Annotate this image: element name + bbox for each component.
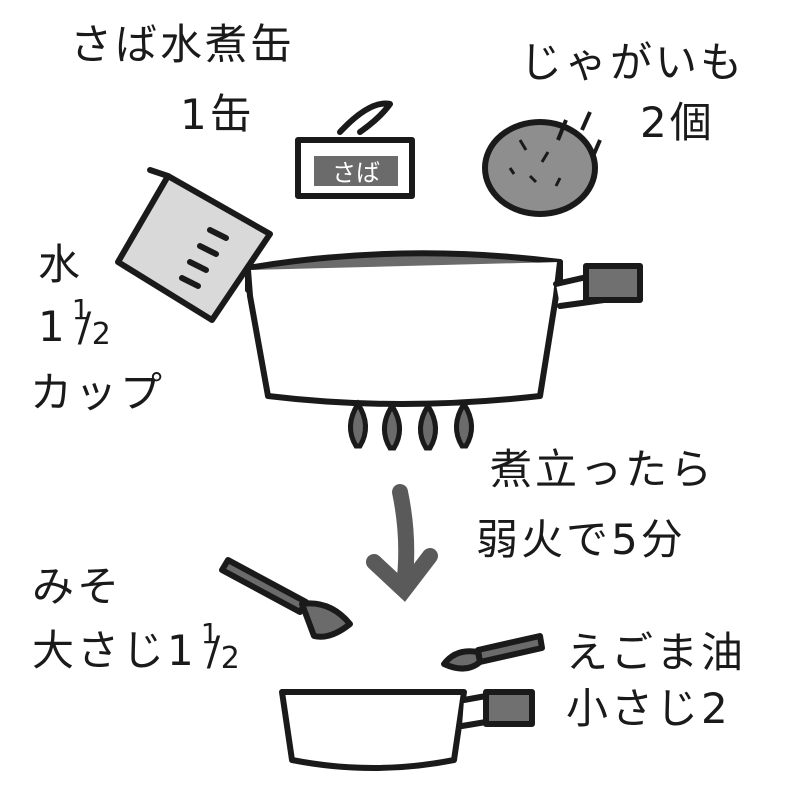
potato-label: じゃがいも	[520, 38, 746, 87]
measuring-cup-icon	[115, 167, 273, 323]
saba-amount: 1缶	[180, 90, 255, 139]
saba-can-icon	[295, 100, 415, 199]
water-fraction: 1/2	[68, 296, 114, 353]
step-line-1: 煮立ったら	[490, 445, 716, 494]
miso-fraction: 1/2	[197, 620, 243, 677]
pot-icon	[245, 250, 643, 407]
small-pot-icon	[279, 689, 535, 771]
burner-flame-icon	[348, 399, 474, 451]
water-fraction-numerator: 1	[71, 293, 93, 327]
step-line-2: 弱火で5分	[476, 515, 686, 564]
fraction-slash: /	[77, 305, 95, 352]
teaspoon-icon	[441, 633, 545, 672]
water-fraction-denominator: 2	[91, 317, 114, 353]
can-label: さば	[332, 159, 380, 187]
miso-fraction-denominator: 2	[220, 641, 243, 677]
potato-icon	[482, 111, 602, 217]
miso-unit: 大さじ	[32, 626, 168, 675]
water-unit: カップ	[30, 368, 166, 417]
fraction-slash: /	[206, 629, 224, 676]
miso-fraction-numerator: 1	[200, 617, 222, 651]
water-label: 水	[38, 240, 84, 289]
arrow-down-icon	[366, 484, 438, 602]
tablespoon-icon	[219, 557, 353, 640]
potato-amount: 2個	[640, 98, 715, 147]
water-whole: 1	[38, 302, 68, 351]
miso-whole: 1	[167, 626, 197, 675]
saba-label: さば水煮缶	[70, 20, 296, 69]
sesame-oil-label: えごま油	[566, 628, 747, 677]
miso-label: みそ	[32, 562, 123, 611]
sesame-oil-amount: 小さじ2	[566, 684, 731, 733]
